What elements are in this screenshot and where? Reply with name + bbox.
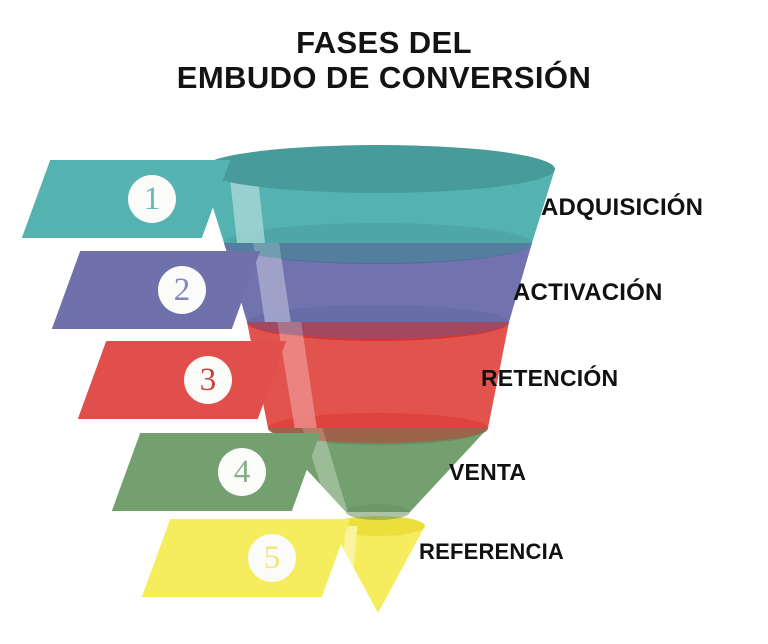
title-line-1: FASES DEL: [296, 25, 472, 60]
funnel-segment-adquisicion: [201, 145, 555, 263]
stage-label-venta: VENTA: [449, 459, 527, 485]
stage-badge-5-number: 5: [248, 534, 296, 582]
page-title: FASES DEL EMBUDO DE CONVERSIÓN: [0, 25, 768, 95]
stage-badge-2-shape: [51, 251, 261, 329]
stage-label-adquisicion: ADQUISICIÓN: [541, 194, 704, 221]
stage-badge-3: 3: [77, 341, 287, 419]
stage-badge-4-number: 4: [218, 448, 266, 496]
stage-badge-1-shape: [21, 160, 231, 238]
stage-label-activacion: ACTIVACIÓN: [513, 279, 663, 306]
stage-badge-5-shape: [141, 519, 351, 597]
stage-badge-2-number: 2: [158, 266, 206, 314]
stage-badge-3-shape: [77, 341, 287, 419]
stage-badge-1: 1: [21, 160, 231, 238]
stage-badge-2: 2: [51, 251, 261, 329]
stage-label-retencion: RETENCIÓN: [481, 365, 619, 391]
stage-badge-4-shape: [111, 433, 321, 511]
stage-badge-3-number: 3: [184, 356, 232, 404]
stage-badge-1-number: 1: [128, 175, 176, 223]
stage-label-referencia: REFERENCIA: [419, 539, 565, 564]
stage-badge-4: 4: [111, 433, 321, 511]
funnel-segment-activacion: [224, 222, 532, 339]
funnel-segment-retencion: [247, 303, 509, 443]
title-line-2: EMBUDO DE CONVERSIÓN: [176, 59, 592, 95]
stage-badge-5: 5: [141, 519, 351, 597]
